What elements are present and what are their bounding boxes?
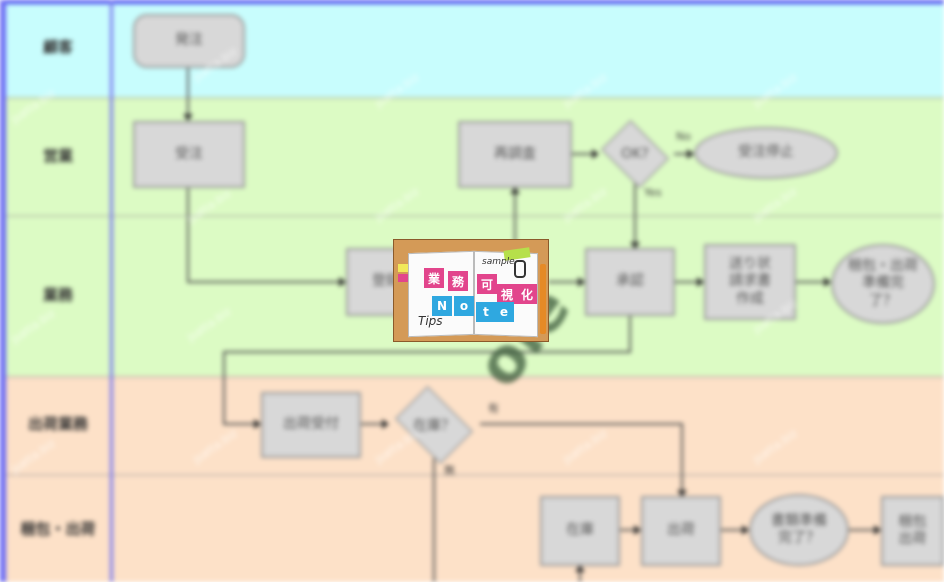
edge-label-yes: Yes [644, 186, 662, 199]
node-ship-accept: 出荷受付 [261, 392, 361, 458]
lane-label-packing: 梱包・出荷 [20, 520, 96, 538]
logo-tips-text: Tips [418, 314, 443, 328]
logo-title-char: 化 [517, 284, 537, 304]
logo-note-char: o [454, 296, 474, 316]
node-receive-order: 受注 [133, 121, 245, 188]
node-order: 発注 [133, 14, 245, 68]
lane-divider [0, 215, 944, 217]
edge-label-ari: 有 [488, 402, 499, 415]
node-warehouse: 在庫 [540, 496, 620, 566]
node-invoice: 送り状 請求書 作成 [704, 244, 796, 320]
logo-title-char: 視 [497, 284, 517, 304]
logo-note-char: e [494, 302, 514, 322]
label-column-divider [110, 0, 113, 582]
lane-label-sales: 営業 [42, 147, 73, 165]
edge-label-nashi: 無 [444, 464, 455, 477]
logo-title-char: 務 [448, 271, 468, 291]
node-ready-check: 梱包・出荷 準備完 了？ [831, 244, 935, 324]
note-logo: sample 業 務 可 視 化 N o t e Tips [393, 239, 549, 342]
lane-divider [0, 97, 944, 99]
logo-title-char: 業 [424, 268, 444, 288]
left-border [0, 0, 6, 582]
node-stock-decision: 在庫？ [388, 385, 480, 465]
node-approve: 承認 [585, 248, 675, 316]
pen-icon [540, 264, 546, 334]
lane-label-customer: 顧客 [42, 38, 73, 56]
logo-title-char: 可 [477, 274, 497, 294]
node-order-stop: 受注停止 [694, 127, 838, 179]
top-border [0, 0, 944, 4]
lane-divider [0, 474, 944, 476]
node-pack-ship: 梱包 出荷 [881, 496, 944, 566]
node-ok-decision: OK? [596, 119, 674, 189]
node-reinvestigate: 再調査 [458, 121, 572, 188]
logo-note-char: N [432, 296, 452, 316]
clip-icon [514, 260, 526, 278]
lane-label-operations: 業務 [42, 286, 73, 304]
logo-note-char: t [476, 302, 496, 322]
logo-sample-text: sample [482, 257, 515, 267]
lane-divider [0, 376, 944, 378]
node-ship: 出荷 [641, 496, 721, 566]
node-docs-done: 書類準備 完了？ [749, 494, 849, 566]
lane-label-shipping-ops: 出荷業務 [27, 415, 88, 433]
edge-label-no: No [676, 130, 691, 143]
